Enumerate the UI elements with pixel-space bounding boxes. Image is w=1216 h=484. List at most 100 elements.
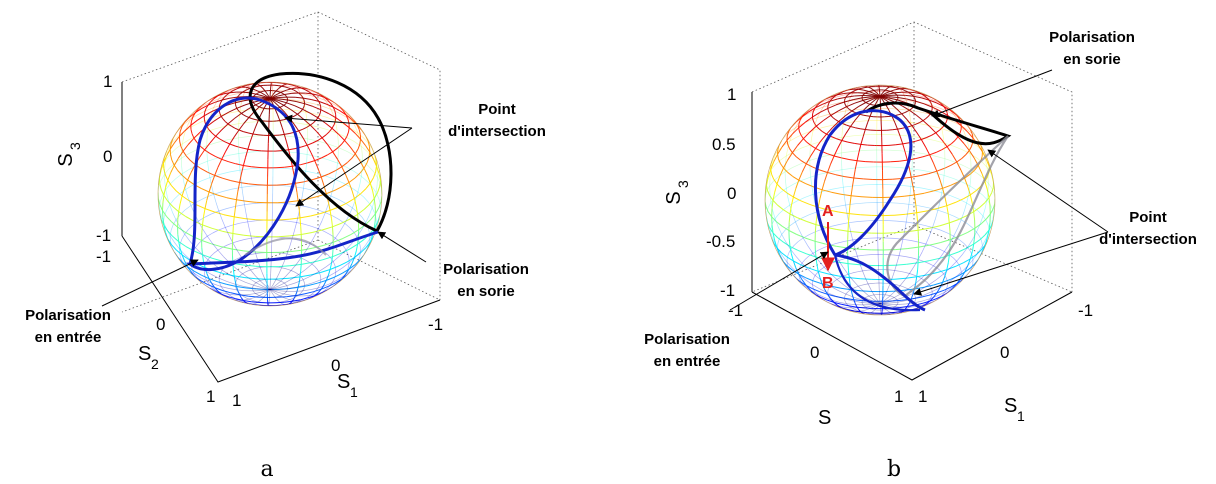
sphere-mesh-segment: [217, 247, 223, 251]
sphere-mesh-segment: [310, 271, 319, 277]
sphere-mesh-segment: [796, 197, 805, 202]
sphere-mesh-segment: [853, 299, 856, 304]
sphere-mesh-segment: [344, 110, 350, 117]
sphere-mesh-segment: [820, 171, 831, 175]
sphere-mesh-segment: [199, 145, 205, 151]
sphere-mesh-segment: [925, 116, 929, 119]
sphere-mesh-segment: [338, 133, 345, 141]
sphere-mesh-segment: [902, 238, 912, 241]
panel-a-input-arrow: [101, 259, 199, 307]
sphere-mesh-segment: [858, 144, 862, 153]
sphere-mesh-segment: [346, 158, 353, 164]
sphere-mesh-segment: [927, 265, 934, 273]
sphere-mesh-segment: [233, 129, 240, 138]
sphere-mesh-segment: [294, 300, 299, 303]
sphere-mesh-segment: [335, 166, 343, 172]
sphere-mesh-segment: [818, 270, 829, 275]
sphere-mesh-segment: [791, 145, 799, 153]
sphere-mesh-segment: [179, 189, 186, 195]
sphere-mesh-segment: [237, 109, 240, 113]
sphere-mesh-segment: [846, 93, 850, 96]
panel-a-output-line2: en sorie: [457, 283, 515, 300]
sphere-mesh-segment: [234, 299, 240, 301]
panel-b-s2-tick-1: -1: [728, 301, 743, 320]
sphere-mesh-segment: [887, 220, 897, 222]
sphere-mesh-segment: [280, 89, 287, 93]
sphere-mesh-segment: [844, 297, 854, 301]
sphere-mesh-segment: [251, 238, 254, 247]
sphere-mesh-segment: [916, 210, 928, 214]
sphere-mesh-segment: [869, 311, 873, 314]
sphere-mesh-segment: [257, 83, 261, 87]
sphere-mesh-segment: [339, 249, 347, 257]
sphere-mesh-segment: [944, 287, 952, 293]
sphere-mesh-segment: [276, 120, 280, 122]
sphere-mesh-segment: [317, 126, 329, 131]
sphere-mesh-segment: [361, 176, 368, 182]
sphere-mesh-segment: [779, 155, 787, 161]
sphere-mesh-segment: [766, 190, 771, 196]
sphere-mesh-segment: [284, 92, 292, 95]
sphere-mesh-segment: [286, 299, 290, 302]
panel-a-box: [121, 11, 441, 383]
sphere-mesh-segment: [842, 122, 847, 126]
sphere-mesh-segment: [249, 83, 252, 86]
sphere-mesh-segment: [290, 249, 302, 253]
sphere-mesh-segment: [314, 157, 322, 162]
panel-a-input-line1: Polarisation: [25, 307, 111, 324]
sphere-mesh-segment: [845, 203, 856, 206]
sphere-mesh-segment: [982, 194, 988, 200]
sphere-mesh-segment: [778, 209, 785, 215]
sphere-mesh-segment: [251, 118, 256, 120]
sphere-mesh-segment: [344, 140, 351, 148]
sphere-mesh-segment: [800, 200, 810, 205]
sphere-mesh-segment: [892, 254, 900, 256]
sphere-mesh-segment: [300, 94, 303, 97]
sphere-mesh-segment: [217, 290, 223, 295]
sphere-mesh-segment: [248, 111, 255, 118]
sphere-mesh-segment: [792, 188, 797, 198]
sphere-mesh-segment: [206, 280, 210, 285]
sphere-mesh-segment: [303, 275, 312, 281]
sphere-mesh-segment: [286, 290, 288, 292]
sphere-mesh-segment: [332, 179, 336, 188]
sphere-mesh-segment: [926, 134, 932, 138]
sphere-mesh-segment: [184, 233, 191, 242]
sphere-mesh-segment: [269, 284, 274, 290]
sphere-mesh-segment: [368, 207, 373, 216]
sphere-mesh-segment: [771, 224, 774, 233]
sphere-mesh-segment: [177, 170, 183, 176]
sphere-mesh-segment: [368, 202, 373, 208]
sphere-mesh-segment: [771, 200, 774, 209]
sphere-mesh-segment: [228, 296, 236, 300]
sphere-mesh-segment: [925, 146, 931, 156]
sphere-mesh-segment: [781, 234, 787, 243]
sphere-mesh-segment: [944, 196, 948, 206]
sphere-mesh-segment: [781, 252, 788, 258]
sphere-mesh-segment: [254, 149, 262, 152]
sphere-mesh-segment: [255, 120, 259, 128]
sphere-mesh-segment: [220, 116, 224, 120]
sphere-mesh-segment: [276, 296, 287, 298]
sphere-mesh-segment: [235, 287, 238, 291]
sphere-mesh-segment: [332, 252, 342, 258]
sphere-mesh-segment: [238, 239, 245, 242]
sphere-mesh-segment: [798, 273, 803, 281]
sphere-mesh-segment: [341, 162, 348, 168]
sphere-mesh-segment: [227, 118, 235, 125]
sphere-mesh-segment: [285, 88, 292, 91]
sphere-mesh-segment: [896, 108, 903, 115]
sphere-mesh-segment: [973, 206, 981, 213]
sphere-mesh-segment: [195, 243, 199, 248]
sphere-mesh-segment: [857, 270, 863, 273]
sphere-mesh-segment: [159, 207, 162, 215]
sphere-mesh-segment: [205, 107, 214, 112]
sphere-mesh-segment: [310, 152, 316, 161]
panel-b-input-arrow: [729, 251, 829, 311]
sphere-mesh-segment: [244, 88, 248, 92]
sphere-mesh-segment: [258, 102, 265, 108]
sphere-mesh-segment: [815, 147, 822, 152]
sphere-mesh-segment: [929, 297, 934, 302]
sphere-mesh-segment: [354, 141, 362, 147]
sphere-mesh-segment: [166, 204, 171, 211]
